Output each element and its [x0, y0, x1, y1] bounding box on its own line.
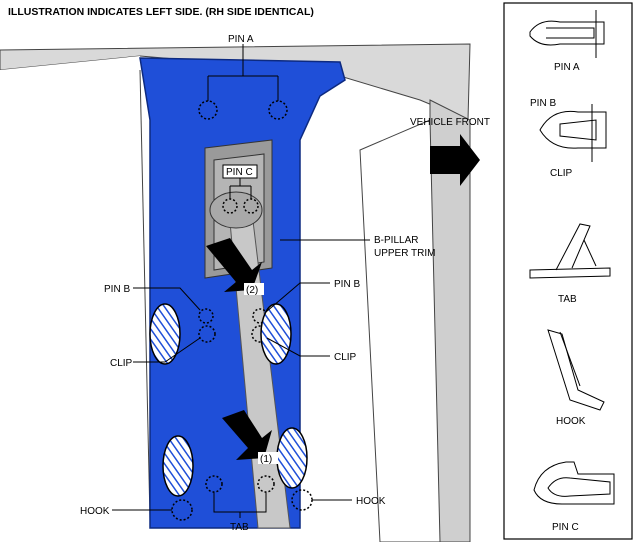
b-pillar-label-line1: B-PILLAR	[374, 235, 418, 246]
removal-arrow-2	[206, 238, 262, 292]
legend-pin-a-label: PIN A	[554, 62, 580, 73]
pin-b-right-label: PIN B	[334, 279, 360, 290]
clip-left-marker	[198, 325, 216, 343]
legend-tab: TAB	[529, 223, 611, 305]
clip-left-label: CLIP	[110, 358, 133, 369]
clip-zone-left	[149, 303, 181, 365]
b-pillar-label-line2: UPPER TRIM	[374, 248, 436, 259]
legend-pin-c-label: PIN C	[552, 522, 579, 533]
step-2-label: (2)	[246, 285, 258, 296]
vehicle-front-arrow-icon	[430, 134, 480, 186]
pin-a-right	[268, 100, 288, 120]
removal-arrow-1	[222, 410, 272, 460]
legend-pin-b: PIN B CLIP	[530, 98, 607, 179]
step-1-box	[258, 452, 278, 464]
clip-zone-right	[260, 303, 292, 365]
hook-left-marker	[171, 499, 193, 521]
pin-b-left	[198, 308, 214, 324]
hook-right-label: HOOK	[356, 496, 386, 507]
hook-zone-left	[162, 435, 194, 497]
legend-tab-label: TAB	[558, 294, 577, 305]
hook-left-label: HOOK	[80, 506, 110, 517]
tab-label: TAB	[230, 522, 249, 533]
clip-right-label: CLIP	[334, 352, 357, 363]
legend-hook: HOOK	[547, 329, 605, 427]
vehicle-front-label: VEHICLE FRONT	[410, 117, 490, 128]
pin-a-label: PIN A	[228, 34, 254, 45]
step-1-label: (1)	[260, 454, 272, 465]
pin-c-label: PIN C	[226, 167, 253, 178]
leader-lines	[112, 44, 370, 518]
legend-pin-b-label: PIN B	[530, 98, 556, 109]
legend-pin-a: PIN A	[529, 10, 605, 73]
pin-a-label-box	[226, 32, 262, 44]
legend-clip-label: CLIP	[550, 168, 573, 179]
legend-hook-label: HOOK	[556, 416, 586, 427]
legend-pin-c: PIN C	[533, 461, 615, 533]
pin-b-left-label: PIN B	[104, 284, 130, 295]
page-title: ILLUSTRATION INDICATES LEFT SIDE. (RH SI…	[8, 6, 314, 18]
step-2-box	[244, 283, 264, 295]
hook-zone-right	[276, 427, 308, 489]
pin-a-left	[198, 100, 218, 120]
fastener-legend: PIN A PIN B CLIP TAB HOOK PIN C	[503, 2, 633, 540]
vehicle-body	[0, 43, 471, 542]
pin-c-label-box	[222, 164, 258, 179]
